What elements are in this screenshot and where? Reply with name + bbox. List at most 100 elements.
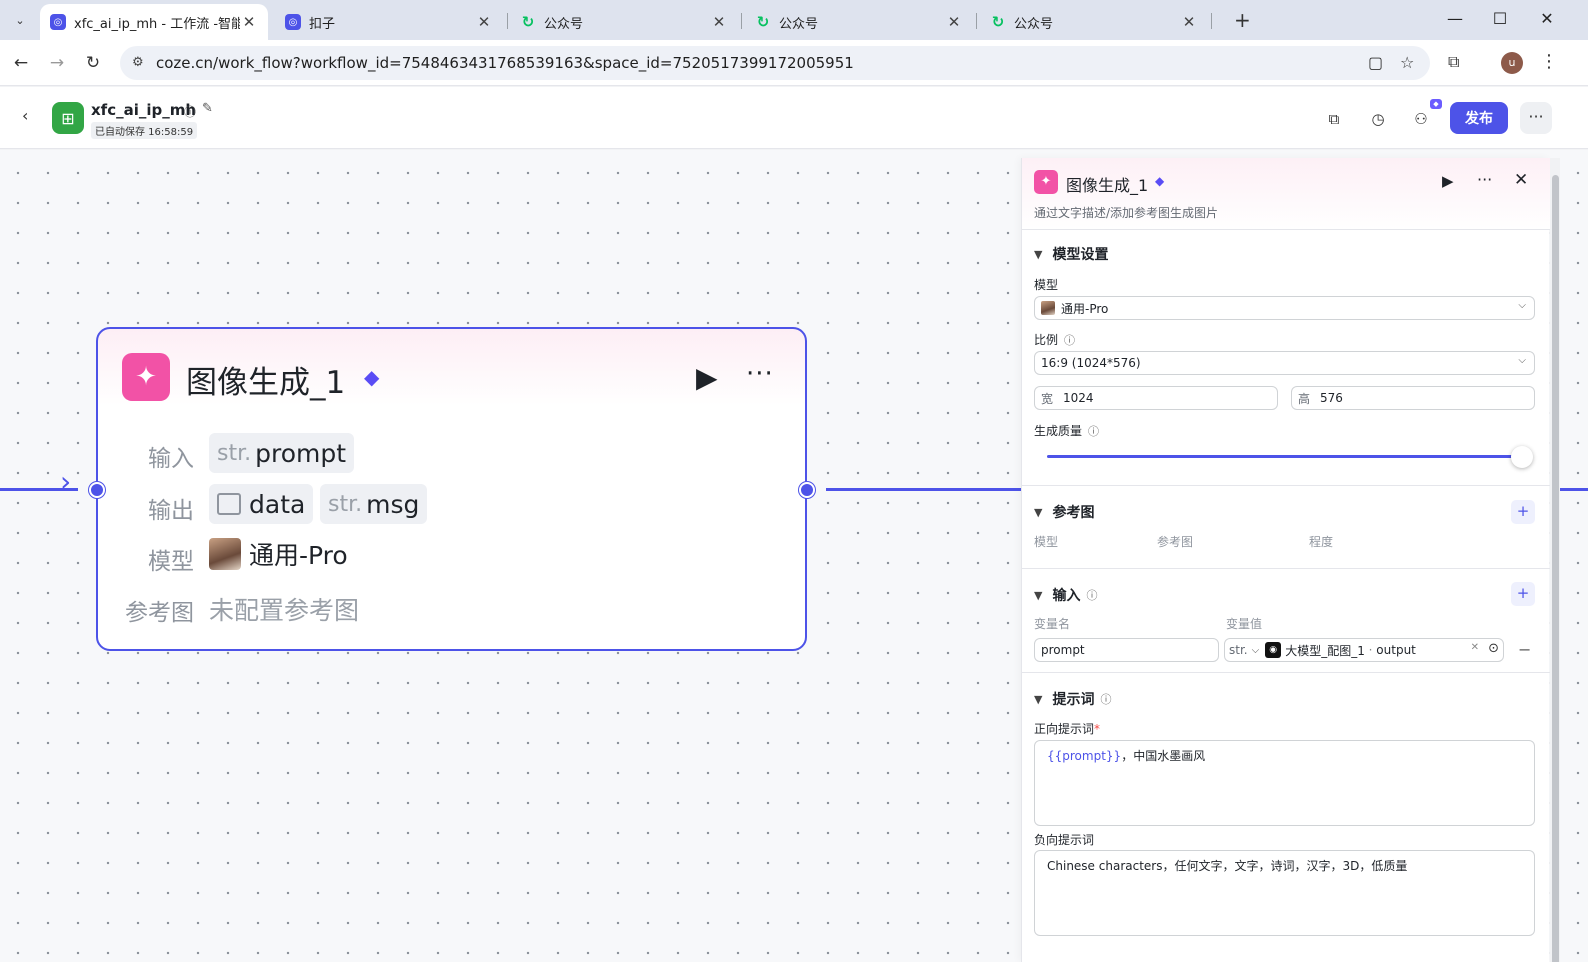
save-status-badge: 已自动保存 16:58:59 bbox=[91, 122, 198, 139]
ratio-label-text: 比例 bbox=[1034, 333, 1059, 347]
node-title: 图像生成_1 bbox=[186, 365, 346, 401]
edit-icon[interactable]: ✎ bbox=[202, 101, 213, 116]
maximize-icon[interactable]: ☐ bbox=[1492, 9, 1508, 28]
info-icon[interactable]: ⓘ bbox=[1088, 424, 1100, 438]
close-icon[interactable]: ✕ bbox=[477, 13, 491, 31]
forward-arrow-icon[interactable]: → bbox=[49, 53, 65, 73]
section-title: 输入 bbox=[1052, 588, 1081, 604]
chevron-down-icon: ▼ bbox=[1034, 505, 1043, 519]
window-close-icon[interactable]: ✕ bbox=[1540, 9, 1554, 28]
run-icon[interactable]: ▶ bbox=[696, 361, 718, 394]
ref-col-model: 模型 bbox=[1034, 535, 1059, 549]
browser-tab-kouzi[interactable]: ◎ 扣子 ✕ bbox=[275, 4, 503, 40]
input-chip: str. prompt bbox=[209, 433, 355, 473]
llm-node-icon: ◉ bbox=[1265, 642, 1282, 658]
quality-slider-track[interactable] bbox=[1047, 455, 1523, 458]
publish-button[interactable]: 发布 bbox=[1450, 102, 1508, 134]
add-reference-button[interactable]: + bbox=[1511, 500, 1535, 524]
close-icon[interactable]: ✕ bbox=[1182, 13, 1196, 31]
clear-icon[interactable]: ✕ bbox=[1470, 642, 1479, 653]
url-input[interactable]: ⚙ coze.cn/work_flow?workflow_id=75484634… bbox=[120, 46, 1430, 80]
reload-icon[interactable]: ↻ bbox=[85, 53, 101, 73]
coze-icon: ◎ bbox=[285, 14, 301, 30]
chevron-down-icon: ⌵ bbox=[1251, 644, 1260, 656]
avatar[interactable]: u bbox=[1501, 52, 1523, 74]
more-options-icon[interactable]: ··· bbox=[746, 359, 774, 389]
negative-prompt-textarea[interactable]: Chinese characters，任何文字，文字，诗词，汉字，3D，低质量 bbox=[1034, 850, 1535, 936]
var-name-header: 变量名 bbox=[1034, 617, 1071, 631]
chevron-down-icon: ⌵ bbox=[1518, 355, 1526, 366]
width-input[interactable]: 宽 1024 bbox=[1034, 386, 1278, 410]
var-name-input[interactable]: prompt bbox=[1034, 638, 1219, 662]
input-port[interactable] bbox=[89, 482, 105, 498]
info-icon[interactable]: ⓘ bbox=[184, 105, 197, 119]
negative-text: Chinese characters，任何文字，文字，诗词，汉字，3D，低质量 bbox=[1047, 859, 1408, 873]
browser-menu-icon[interactable]: ⋮ bbox=[1540, 51, 1558, 72]
model-select[interactable]: 通用-Pro ⌵ bbox=[1034, 296, 1535, 320]
quality-slider-thumb[interactable] bbox=[1511, 446, 1533, 468]
var-reference-tag: ◉ 大模型_配图_1 · output bbox=[1265, 642, 1416, 659]
close-icon[interactable]: ✕ bbox=[712, 13, 726, 31]
node-output-label: 输出 bbox=[148, 498, 194, 524]
run-icon[interactable]: ▶ bbox=[1442, 172, 1454, 190]
browser-tab-wechat-1[interactable]: ↻ 公众号 ✕ bbox=[510, 4, 738, 40]
browser-tab-wechat-3[interactable]: ↻ 公众号 ✕ bbox=[980, 4, 1208, 40]
node-ref-label: 参考图 bbox=[125, 600, 194, 626]
more-options-icon[interactable]: ··· bbox=[1477, 170, 1493, 189]
minimize-icon[interactable]: — bbox=[1447, 9, 1463, 28]
remove-input-icon[interactable]: − bbox=[1518, 640, 1532, 659]
panel-scrollbar-thumb[interactable] bbox=[1552, 175, 1559, 962]
diamond-icon: ◆ bbox=[1155, 174, 1165, 188]
close-icon[interactable]: ✕ bbox=[242, 13, 256, 31]
star-icon[interactable]: ☆ bbox=[1400, 53, 1415, 72]
copy-icon[interactable]: ⧉ bbox=[1328, 110, 1340, 128]
tab-search-menu-icon[interactable]: ⌄ bbox=[15, 13, 25, 27]
site-settings-icon[interactable]: ⚙ bbox=[132, 55, 144, 70]
positive-prompt-label: 正向提示词 * bbox=[1034, 720, 1100, 737]
height-input[interactable]: 高 576 bbox=[1291, 386, 1535, 410]
more-options-icon[interactable]: ··· bbox=[1520, 102, 1552, 134]
model-value: 通用-Pro bbox=[1061, 301, 1109, 316]
browser-tab-workflow[interactable]: ◎ xfc_ai_ip_mh - 工作流 -智能体 ✕ bbox=[40, 4, 268, 40]
width-value: 1024 bbox=[1063, 391, 1094, 405]
browser-tab-wechat-2[interactable]: ↻ 公众号 ✕ bbox=[745, 4, 973, 40]
panel-description: 通过文字描述/添加参考图生成图片 bbox=[1034, 206, 1219, 220]
ref-col-degree: 程度 bbox=[1309, 535, 1334, 549]
outgoing-edge bbox=[826, 488, 1026, 491]
workflow-name: xfc_ai_ip_mh bbox=[91, 101, 197, 119]
info-icon[interactable]: ⓘ bbox=[1086, 589, 1098, 602]
coze-icon: ◎ bbox=[50, 14, 66, 30]
image-generation-node[interactable]: ✦ 图像生成_1 ◆ ▶ ··· 输入 str. prompt 输出 data … bbox=[96, 327, 807, 651]
close-icon[interactable]: ✕ bbox=[1514, 170, 1529, 190]
close-icon[interactable]: ✕ bbox=[947, 13, 961, 31]
target-icon[interactable]: ⊙ bbox=[1488, 641, 1499, 656]
section-prompt[interactable]: ▼ 提示词 ⓘ bbox=[1034, 689, 1111, 709]
info-icon[interactable]: ⓘ bbox=[1100, 693, 1112, 706]
chevron-down-icon: ⌵ bbox=[1518, 300, 1526, 311]
info-icon[interactable]: ⓘ bbox=[1064, 333, 1076, 347]
add-input-button[interactable]: + bbox=[1511, 582, 1535, 606]
extensions-icon[interactable]: ⧉ bbox=[1448, 52, 1460, 71]
divider bbox=[1022, 672, 1550, 673]
height-prefix: 高 bbox=[1298, 391, 1311, 406]
ratio-select[interactable]: 16:9 (1024*576) ⌵ bbox=[1034, 351, 1535, 375]
clipboard-icon[interactable]: ▢ bbox=[1368, 53, 1384, 72]
positive-label-text: 正向提示词 bbox=[1034, 722, 1095, 736]
positive-text: ，中国水墨画风 bbox=[1121, 749, 1206, 763]
section-reference[interactable]: ▼ 参考图 bbox=[1034, 502, 1094, 522]
quality-label: 生成质量 ⓘ bbox=[1034, 422, 1099, 439]
var-value-input[interactable]: str. ⌵ ◉ 大模型_配图_1 · output ✕ ⊙ bbox=[1224, 638, 1504, 662]
section-input[interactable]: ▼ 输入 ⓘ bbox=[1034, 585, 1097, 605]
chevron-left-icon[interactable]: ‹ bbox=[22, 106, 29, 125]
arrow-right-icon: › bbox=[60, 465, 72, 498]
tab-title: 公众号 bbox=[1014, 16, 1054, 32]
var-type[interactable]: str. bbox=[1229, 643, 1248, 657]
model-avatar bbox=[1041, 301, 1055, 315]
new-tab-icon[interactable]: + bbox=[1234, 8, 1251, 32]
positive-prompt-textarea[interactable]: {{prompt}}，中国水墨画风 bbox=[1034, 740, 1535, 826]
output-port[interactable] bbox=[799, 482, 815, 498]
collaborators-icon[interactable]: ⚇ bbox=[1414, 110, 1428, 128]
section-model-settings[interactable]: ▼ 模型设置 bbox=[1034, 244, 1108, 264]
back-arrow-icon[interactable]: ← bbox=[13, 53, 29, 73]
history-icon[interactable]: ◷ bbox=[1371, 110, 1385, 128]
